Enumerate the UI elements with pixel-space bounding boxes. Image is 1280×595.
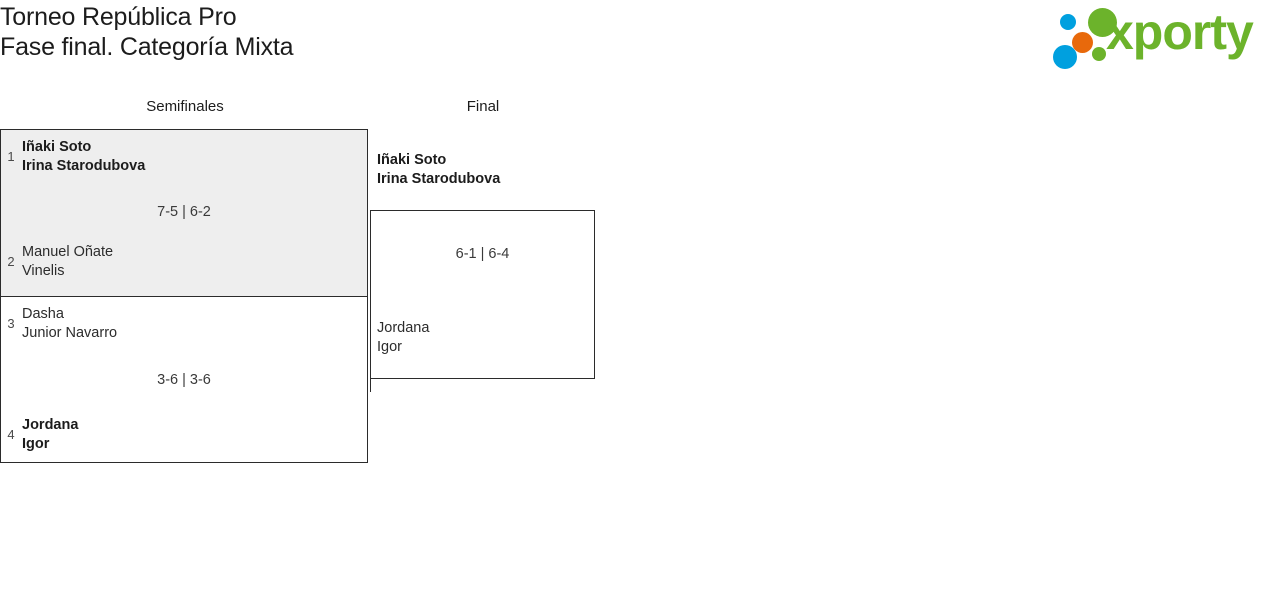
logo-dot-blue-large [1053,45,1077,69]
final-match-box[interactable] [370,210,595,379]
semifinal-1-score: 7-5 | 6-2 [157,204,211,220]
tournament-name: Torneo República Pro [0,3,237,31]
player-name: Igor [377,339,402,355]
competitor-names: Jordana Igor [22,416,78,454]
seed-number: 3 [7,316,15,331]
semifinal-2-competitor-bottom[interactable]: 4 Jordana Igor [0,416,78,454]
semifinal-1-competitor-top[interactable]: 1 Iñaki Soto Irina Starodubova [0,138,145,176]
final-score: 6-1 | 6-4 [455,246,510,262]
logo-dot-orange [1072,32,1093,53]
competitor-names: Manuel Oñate Vinelis [22,243,113,281]
competitor-names: Dasha Junior Navarro [22,305,117,343]
page-title: Torneo República Pro Fase final. Categor… [0,2,294,62]
logo-dot-blue-small [1060,14,1076,30]
semifinal-2-score: 3-6 | 3-6 [157,372,211,388]
player-name: Vinelis [22,263,65,279]
tournament-phase: Fase final. Categoría Mixta [0,33,294,61]
logo-wordmark: xporty [1106,4,1254,60]
page-header: Torneo República Pro Fase final. Categor… [0,0,1280,80]
xporty-logo[interactable]: xporty [1040,3,1272,69]
player-name: Manuel Oñate [22,244,114,260]
semifinal-match-2-box[interactable] [0,296,368,463]
semifinal-2-competitor-top[interactable]: 3 Dasha Junior Navarro [0,305,117,343]
player-name: Jordana [22,417,79,433]
player-name: Irina Starodubova [22,158,146,174]
semifinal-match-1-box[interactable] [0,129,368,296]
player-name: Igor [22,436,50,452]
final-connector-line [370,379,371,392]
logo-dot-green-large [1088,8,1117,37]
final-competitor-top[interactable]: Iñaki Soto Irina Starodubova [377,151,500,189]
seed-number: 2 [7,254,15,269]
player-name: Iñaki Soto [22,139,92,155]
player-name: Junior Navarro [22,325,118,341]
round-header-final: Final [466,98,500,115]
seed-number: 4 [7,427,15,442]
round-header-semifinals: Semifinales [146,98,224,115]
competitor-names: Iñaki Soto Irina Starodubova [22,138,145,176]
player-name: Jordana [377,320,430,336]
player-name: Dasha [22,306,64,322]
seed-number: 1 [7,149,15,164]
semifinal-1-competitor-bottom[interactable]: 2 Manuel Oñate Vinelis [0,243,113,281]
logo-dot-green-small [1092,47,1106,61]
player-name: Irina Starodubova [377,171,501,187]
player-name: Iñaki Soto [377,152,447,168]
final-competitor-bottom[interactable]: Jordana Igor [377,319,429,357]
logo-dots-icon [1048,6,1117,69]
